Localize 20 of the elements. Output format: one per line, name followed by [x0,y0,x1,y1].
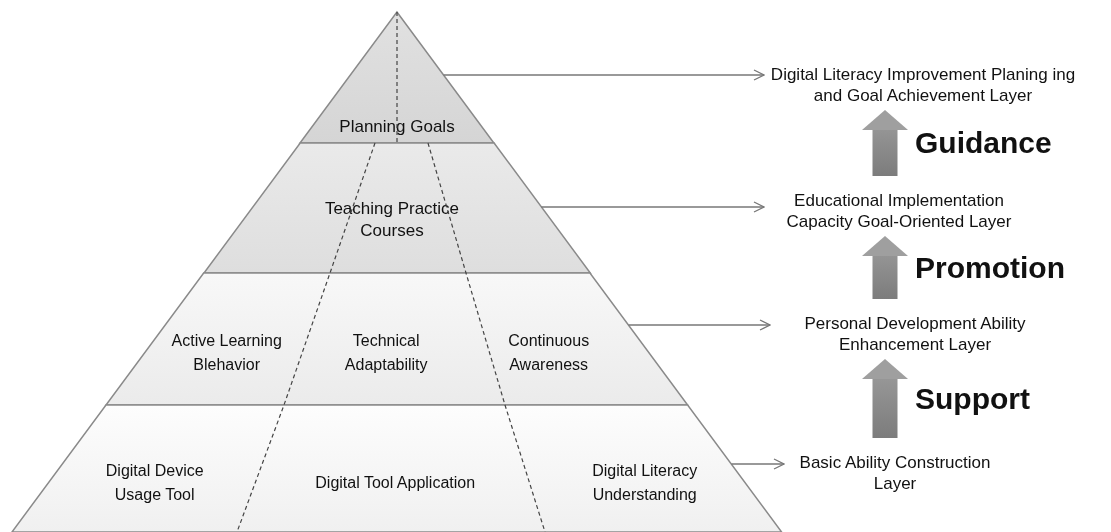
pyramid-layer [106,273,688,405]
arrow [627,319,771,331]
layer-label: Active Learning Blehavior [164,329,290,377]
arrow [730,458,785,470]
pyramid-top-triangle [300,12,494,143]
layer-description: Personal Development Ability Enhancement Layer [770,313,1060,355]
layer-label: Planning Goals [338,116,456,138]
layer-label: Technical Adaptability [331,329,442,377]
layer-label: Digital Literacy Understanding [572,459,718,507]
pyramid-layer [12,405,782,532]
layer-description: Basic Ability Construction Layer [784,452,1006,494]
layer-label: Digital Tool Application [285,471,506,495]
layer-label: Teaching Practice Courses [323,198,461,242]
layer-label: Continuous Awareness [491,329,607,377]
layer-description: Educational Implementation Capacity Goal-Oriented Layer [764,190,1034,232]
arrow [442,69,765,81]
layer-description: Digital Literacy Improvement Planing ing and Goal Achievement Layer [764,64,1082,106]
pyramid-layer [203,143,591,273]
layer-label: Digital Device Usage Tool [87,459,223,507]
arrow [540,201,765,213]
